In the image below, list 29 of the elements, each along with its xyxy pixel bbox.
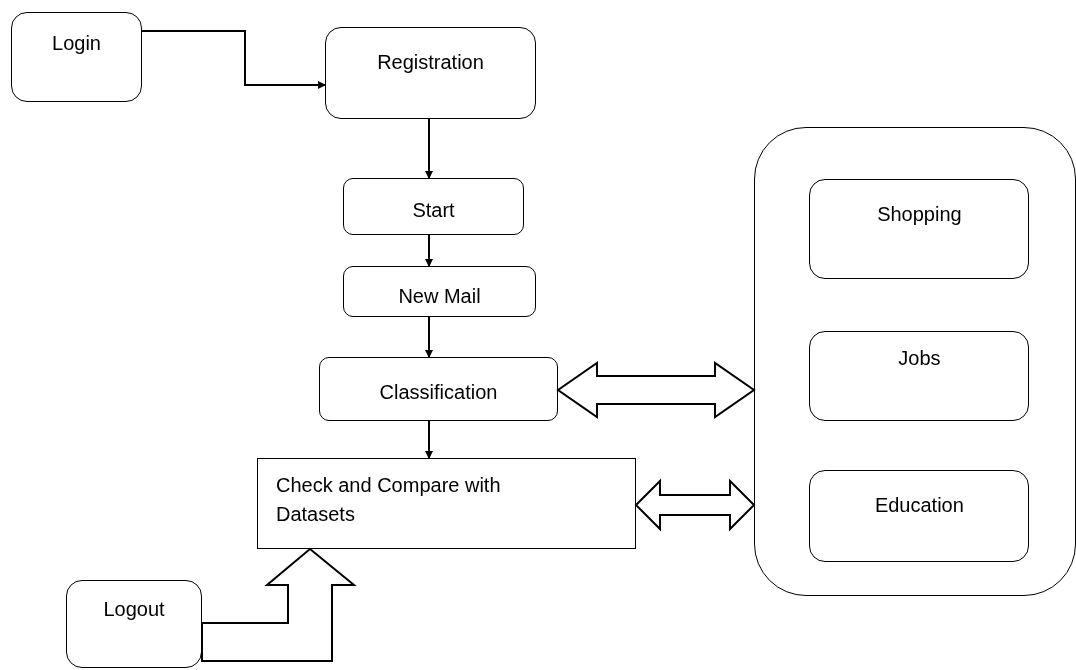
process-box (66, 580, 202, 668)
process-box (343, 266, 536, 317)
arrow (141, 30, 326, 89)
node-label: Jobs (898, 346, 941, 372)
block-arrow (201, 547, 357, 662)
arrow (425, 420, 433, 459)
process-box (809, 331, 1030, 422)
node-label: Classification (379, 379, 498, 405)
process-box (257, 458, 636, 549)
process-box (319, 357, 558, 421)
block-arrow (634, 478, 756, 532)
process-box (809, 179, 1030, 280)
node-label: Shopping (877, 202, 962, 228)
process-box (11, 12, 142, 102)
node-label: Start (412, 198, 455, 223)
process-box (325, 27, 536, 119)
node-label: Education (874, 493, 964, 519)
arrow (425, 118, 433, 179)
node-label: Registration (377, 50, 484, 75)
node-label: Login (52, 31, 101, 56)
arrow (425, 234, 433, 267)
arrow (425, 316, 433, 358)
node-label: New Mail (398, 284, 481, 309)
group-box (754, 127, 1076, 596)
block-arrow (556, 361, 756, 419)
process-box (809, 470, 1030, 563)
process-box (343, 178, 524, 235)
node-label: Logout (103, 597, 165, 622)
node-label: Check and Compare with Datasets (276, 473, 502, 527)
